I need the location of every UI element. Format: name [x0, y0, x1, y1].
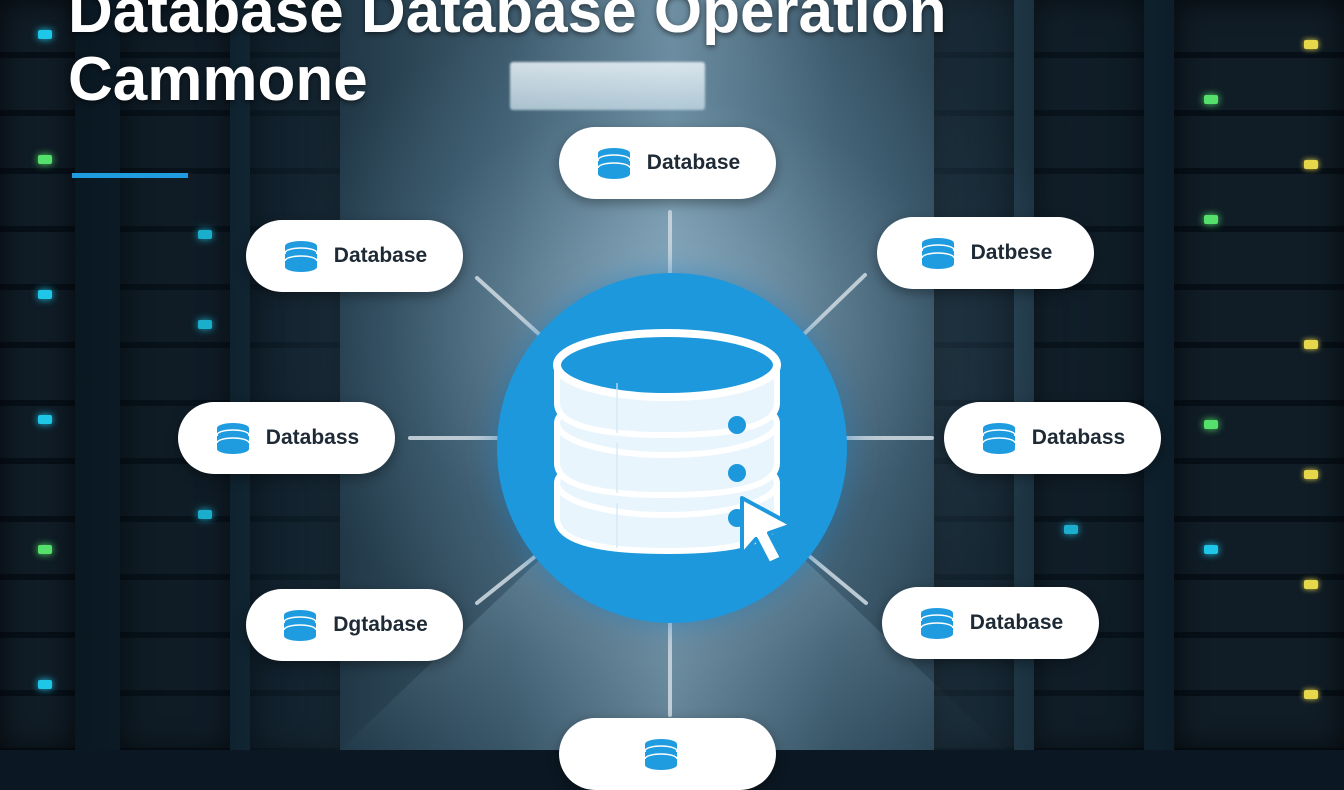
database-node-bottom-right[interactable]: Database — [882, 587, 1099, 659]
central-database-hub[interactable] — [497, 273, 847, 623]
database-node-top[interactable]: Database — [559, 127, 776, 199]
status-led — [38, 680, 52, 689]
title-line-1: Database Database Operation — [68, 0, 947, 46]
status-led — [198, 320, 212, 329]
database-icon — [643, 739, 678, 770]
connector-line — [801, 273, 867, 337]
server-rack-right — [1174, 0, 1344, 750]
status-led — [198, 510, 212, 519]
database-node-bottom-left[interactable]: Dgtabase — [246, 589, 463, 661]
connector-lines — [408, 210, 934, 717]
status-led — [38, 290, 52, 299]
database-node-top-left[interactable]: Database — [246, 220, 463, 292]
database-icon — [920, 608, 954, 639]
status-led — [38, 415, 52, 424]
database-icon — [284, 241, 318, 272]
database-node-top-right[interactable]: Datbese — [877, 217, 1094, 289]
status-led — [1204, 95, 1218, 104]
database-cursor-icon — [553, 329, 794, 566]
database-node-bottom[interactable] — [559, 718, 776, 790]
database-node-label: Database — [333, 244, 428, 267]
connector-line — [475, 276, 542, 337]
server-rack-left-mid — [120, 0, 230, 750]
database-icon — [597, 148, 631, 179]
status-led — [1204, 545, 1218, 554]
status-led — [1304, 690, 1318, 699]
title-line-2: Cammone — [68, 45, 368, 114]
database-node-label: Database — [646, 151, 741, 174]
database-node-label: Databass — [1031, 426, 1126, 449]
database-node-right[interactable]: Databass — [944, 402, 1161, 474]
status-led — [1204, 215, 1218, 224]
server-rack-left — [0, 0, 75, 750]
database-node-left[interactable]: Databass — [178, 402, 395, 474]
database-node-label: Datbese — [970, 241, 1053, 264]
status-led — [1064, 525, 1078, 534]
status-led — [38, 155, 52, 164]
status-led — [198, 230, 212, 239]
status-led — [1304, 580, 1318, 589]
database-node-label: Databass — [265, 426, 360, 449]
status-led — [1304, 40, 1318, 49]
status-led — [38, 30, 52, 39]
ceiling-light — [510, 62, 705, 110]
status-led — [1304, 340, 1318, 349]
title-accent-bar — [72, 173, 188, 178]
database-icon — [283, 610, 317, 641]
connector-line — [475, 553, 539, 605]
status-led — [1304, 470, 1318, 479]
database-icon — [920, 238, 955, 269]
status-led — [1204, 420, 1218, 429]
database-icon — [216, 423, 250, 454]
database-node-label: Dgtabase — [333, 613, 428, 636]
database-node-label: Database — [969, 611, 1064, 634]
status-led — [1304, 160, 1318, 169]
page-title: Database Database Operation Cammone — [68, 0, 947, 114]
connector-line — [806, 553, 868, 605]
status-led — [38, 545, 52, 554]
database-icon — [982, 423, 1016, 454]
